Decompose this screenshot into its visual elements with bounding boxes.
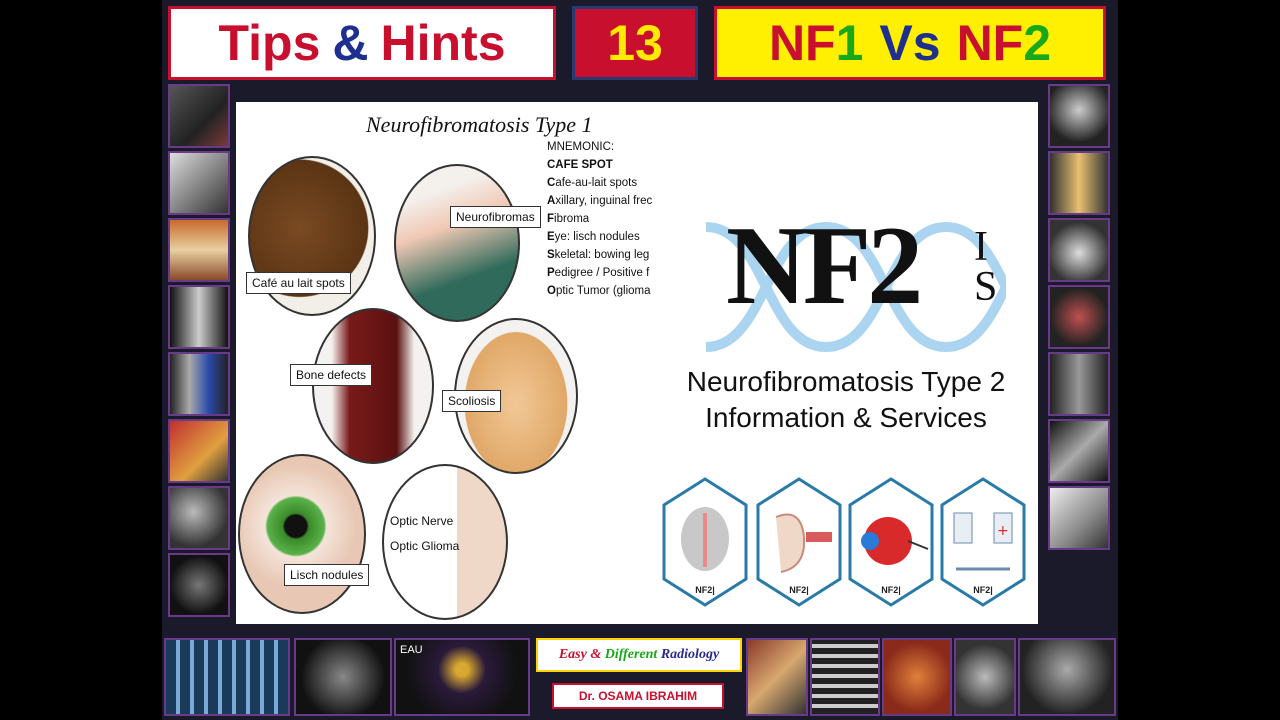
nf1-title: Neurofibromatosis Type 1 <box>366 112 593 137</box>
hex-label: NF2| <box>695 585 715 595</box>
author-name: Dr. OSAMA IBRAHIM <box>578 689 698 703</box>
nf1-number: 1 <box>835 15 864 71</box>
main-content-panel: Neurofibromatosis Type 1 MNEMONIC: CAFE … <box>236 102 1038 624</box>
thumbnail-image <box>168 84 230 148</box>
scoliosis-label: Scoliosis <box>442 390 502 412</box>
different-word: Different <box>604 647 658 662</box>
lisch-nodules-illustration <box>238 454 366 614</box>
nf2-logo-i: I <box>974 224 988 270</box>
nf2-logo-is: I S <box>974 224 998 310</box>
thumbnail-image <box>168 285 230 349</box>
eau-label: EAU <box>400 644 423 656</box>
ampersand-text: & <box>332 15 369 71</box>
bone-defects-illustration <box>312 308 434 464</box>
mnemonic-item: Optic Tumor (glioma <box>547 285 651 297</box>
episode-number: 13 <box>572 6 698 80</box>
lisch-nodules-label: Lisch nodules <box>284 564 370 586</box>
episode-number-text: 13 <box>607 15 663 71</box>
nf2-subtitle-line2: Information & Services <box>705 402 987 433</box>
eye-hexagon-icon: NF2| <box>848 477 934 607</box>
channel-name-badge: Easy & Different Radiology <box>536 638 742 672</box>
thumbnail-image <box>746 638 808 716</box>
neurofibromas-label: Neurofibromas <box>450 206 541 228</box>
right-thumbnail-column <box>1046 84 1112 553</box>
thumbnail-image <box>1018 638 1116 716</box>
thumbnail-image <box>810 638 880 716</box>
thumbnail-image <box>954 638 1016 716</box>
mnemonic-item: Pedigree / Positive f <box>547 267 650 279</box>
nf1-prefix: NF <box>768 15 836 71</box>
thumbnail-image <box>1048 84 1110 148</box>
nf2-prefix: NF <box>956 15 1024 71</box>
optic-nerve-label: Optic Nerve <box>390 514 454 528</box>
thumbnail-image <box>1048 218 1110 282</box>
nf2-logo-s: S <box>974 264 998 310</box>
author-badge: Dr. OSAMA IBRAHIM <box>552 683 724 709</box>
nf2-subtitle-line1: Neurofibromatosis Type 2 <box>686 366 1006 397</box>
hints-text: Hints <box>380 15 506 71</box>
cafe-au-lait-label: Café au lait spots <box>246 272 351 294</box>
mnemonic-word: CAFE SPOT <box>547 159 613 171</box>
bone-defects-label: Bone defects <box>290 364 373 386</box>
mnemonic-item: Skeletal: bowing leg <box>547 249 650 261</box>
mnemonic-heading: MNEMONIC: <box>547 141 615 153</box>
nf2-number: 2 <box>1023 15 1052 71</box>
tips-hints-banner: Tips & Hints <box>168 6 556 80</box>
thumbnail-image: EAU <box>394 638 530 716</box>
thumbnail-image <box>1048 419 1110 483</box>
radiology-word: Radiology <box>660 647 720 662</box>
svg-text:+: + <box>997 523 1009 539</box>
thumbnail-image <box>1048 285 1110 349</box>
mnemonic-item: Fibroma <box>547 213 590 225</box>
dna-helix-graphic <box>706 221 1006 353</box>
optic-glioma-label: Optic Glioma <box>390 539 460 553</box>
neurofibromas-illustration <box>394 164 520 322</box>
thumbnail-image <box>168 553 230 617</box>
hex-label: NF2| <box>881 585 901 595</box>
thumbnail-image <box>168 218 230 282</box>
ear-hexagon-icon: NF2| <box>756 477 842 607</box>
mnemonic-item: Cafe-au-lait spots <box>547 177 638 189</box>
nf2-logo-text: NF2 <box>726 204 923 328</box>
thumbnail-image <box>168 486 230 550</box>
thumbnail-image <box>168 419 230 483</box>
thumbnail-image <box>168 352 230 416</box>
thumbnail-image <box>1048 486 1110 550</box>
hex-label: NF2| <box>789 585 809 595</box>
thumbnail-image <box>294 638 392 716</box>
left-thumbnail-column <box>166 84 232 620</box>
thumbnail-image <box>1048 151 1110 215</box>
vs-text: Vs <box>879 15 941 71</box>
nf2-subtitle: Neurofibromatosis Type 2 Information & S… <box>676 364 1016 436</box>
mnemonic-item: Axillary, inguinal frec <box>547 195 653 207</box>
thumbnail-image <box>168 151 230 215</box>
easy-word: Easy <box>558 647 587 662</box>
easy-amp: & <box>590 647 602 662</box>
tips-text: Tips <box>218 15 321 71</box>
mnemonic-list: MNEMONIC: CAFE SPOT Cafe-au-lait spots A… <box>547 138 657 300</box>
thumbnail-image <box>1048 352 1110 416</box>
brain-hexagon-icon: NF2| <box>662 477 748 607</box>
thumbnail-image <box>882 638 952 716</box>
prescription-hexagon-icon: + NF2| <box>940 477 1026 607</box>
mnemonic-item: Eye: lisch nodules <box>547 231 640 243</box>
hex-label: NF2| <box>973 585 993 595</box>
xray-collage-thumbnail <box>164 638 290 716</box>
optic-glioma-illustration <box>382 464 508 620</box>
